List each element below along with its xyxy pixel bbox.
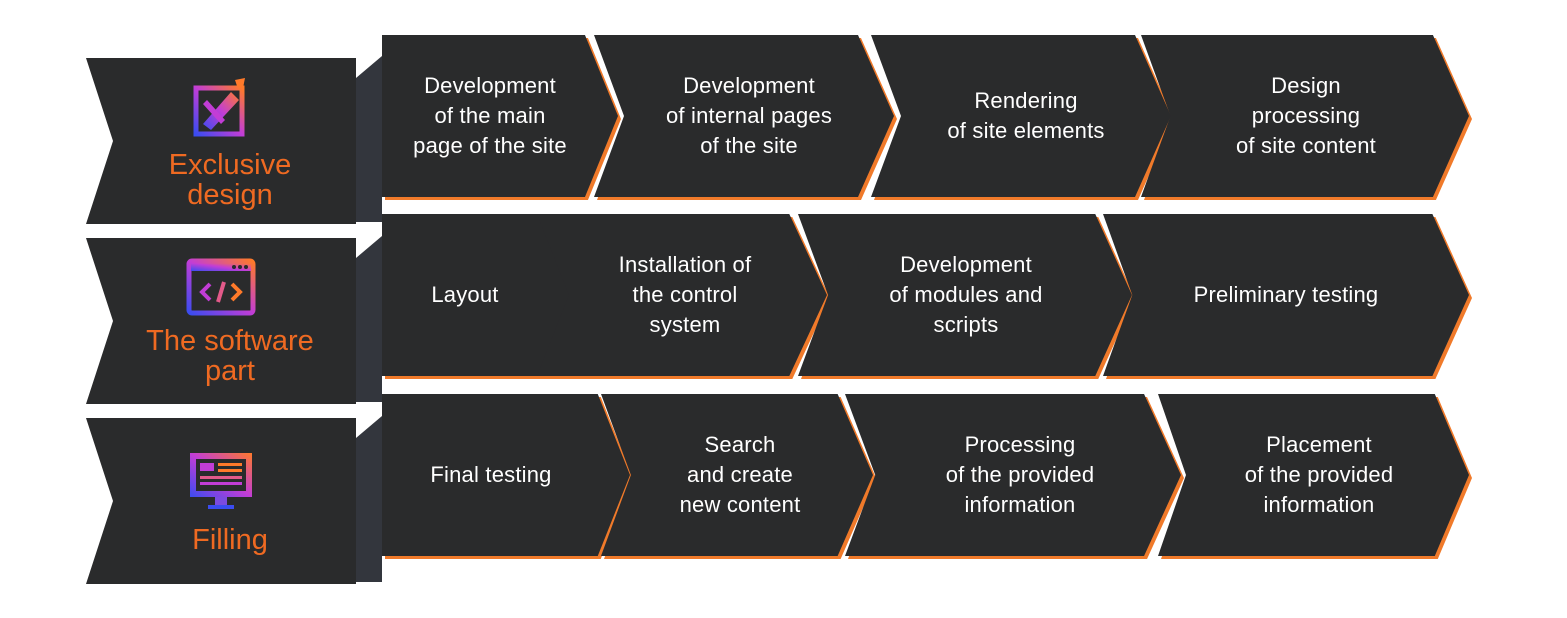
row-bevel	[356, 416, 382, 582]
row-title: Filling	[192, 524, 268, 556]
row-bevel	[356, 56, 382, 222]
step-box: Rendering of site elements	[871, 35, 1174, 200]
step-box: Development of modules and scripts	[798, 214, 1135, 379]
step-label: Placement of the provided information	[1244, 432, 1394, 517]
step-label: Development of the main page of the site	[413, 73, 567, 158]
step-label: Preliminary testing	[1193, 282, 1379, 307]
step-box: Development of the main page of the site	[382, 35, 621, 200]
step-box: Search and create new content	[601, 394, 876, 559]
step-box: Design processing of site content	[1141, 35, 1472, 200]
step-label: Design processing of site content	[1236, 73, 1376, 158]
step-box: Placement of the provided information	[1158, 394, 1472, 559]
row-title: Exclusive design	[168, 149, 292, 211]
code-window-icon	[86, 258, 356, 316]
row-bevel	[356, 236, 382, 402]
monitor-content-icon	[86, 450, 356, 514]
step-label: Installation of the control system	[618, 252, 752, 337]
step-label: Processing of the provided information	[945, 432, 1095, 517]
row-title: The software part	[146, 325, 314, 387]
step-label: Search and create new content	[679, 432, 801, 517]
step-label: Development of internal pages of the sit…	[665, 73, 833, 158]
step-label: Final testing	[430, 462, 552, 487]
design-pen-icon	[86, 74, 356, 140]
step-box: Final testing	[382, 394, 633, 559]
step-box: Processing of the provided information	[845, 394, 1184, 559]
step-box: Installation of the control system	[537, 214, 830, 379]
step-box: Development of internal pages of the sit…	[594, 35, 897, 200]
step-label: Layout	[431, 282, 499, 307]
step-box: Preliminary testing	[1103, 214, 1472, 379]
step-label: Rendering of site elements	[947, 88, 1105, 143]
step-label: Development of modules and scripts	[889, 252, 1043, 337]
